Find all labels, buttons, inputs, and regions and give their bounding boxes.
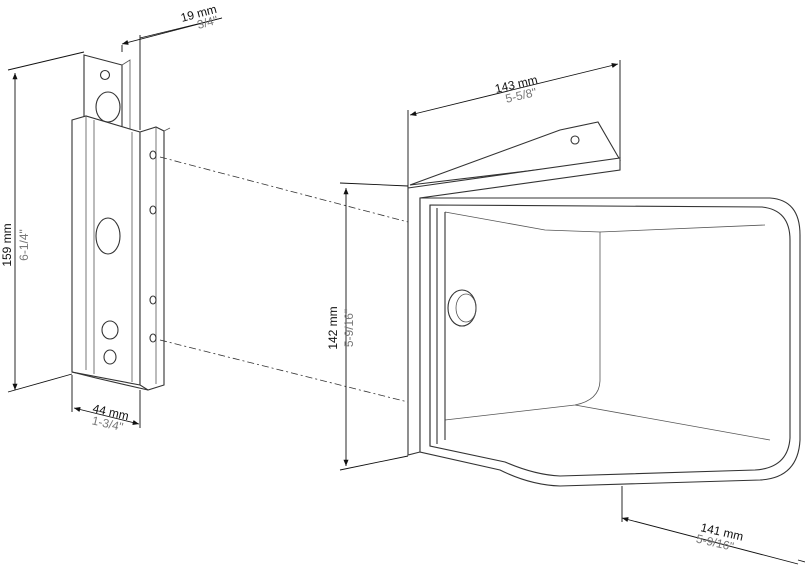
dim-label-19: 19 mm 3/4" <box>179 2 220 32</box>
dim-label-159: 159 mm 6-1/4" <box>0 223 31 266</box>
dim-142-mm: 142 mm <box>326 306 340 349</box>
housing-box <box>407 121 801 487</box>
dim-label-141: 141 mm 5-9/16" <box>695 520 745 553</box>
dimension-lines <box>7 17 805 565</box>
dim-label-143: 143 mm 5-5/8" <box>494 73 539 106</box>
mounting-bracket <box>71 54 171 391</box>
dim-44-inch: 1-3/4" <box>91 413 125 434</box>
dim-159-mm: 159 mm <box>0 223 14 266</box>
dim-label-44: 44 mm 1-3/4" <box>91 401 131 434</box>
alignment-lines <box>159 156 409 403</box>
dim-19-inch: 3/4" <box>196 13 220 32</box>
dim-159-inch: 6-1/4" <box>17 229 31 261</box>
dim-142-inch: 5-9/16" <box>342 309 356 347</box>
dim-143-inch: 5-5/8" <box>504 85 538 106</box>
dim-label-142: 142 mm 5-9/16" <box>326 306 356 349</box>
